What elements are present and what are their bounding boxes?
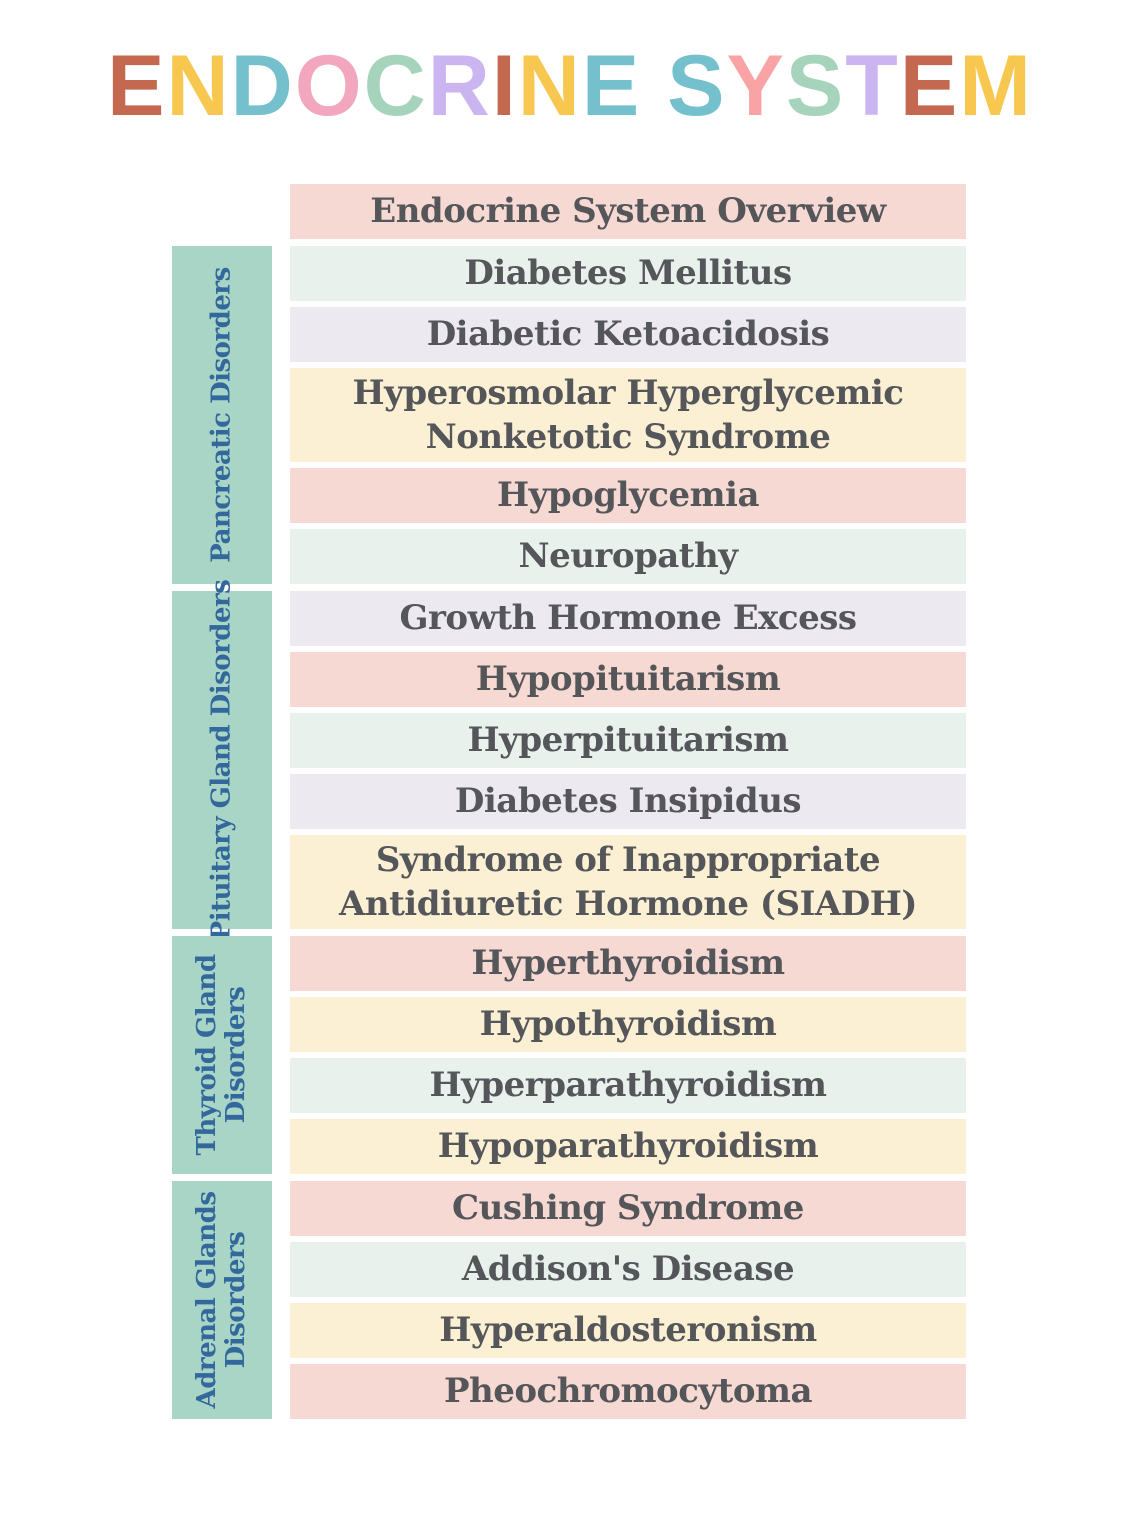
topic-label: Endocrine System Overview	[370, 191, 886, 232]
topic-label: Hyperaldosteronism	[439, 1310, 817, 1351]
topic-label: Addison's Disease	[461, 1249, 795, 1290]
title-letter: S	[667, 38, 727, 134]
title-letter: E	[899, 38, 960, 134]
title-letter: T	[845, 38, 900, 134]
sidebar-label: Pituitary Gland Disorders	[206, 579, 237, 941]
topic-label: Hyperthyroidism	[471, 943, 785, 984]
title-letter: R	[427, 38, 492, 134]
topic-label: Syndrome of Inappropriate Antidiuretic H…	[338, 839, 918, 924]
topic-row: Neuropathy	[290, 528, 966, 584]
sidebar-label: Pancreatic Disorders	[206, 266, 237, 563]
title-letter: E	[581, 38, 642, 134]
topic-label: Hyperosmolar Hyperglycemic Nonketotic Sy…	[352, 372, 904, 457]
thyroid-bands: Hyperthyroidism Hypothyroidism Hyperpara…	[290, 935, 966, 1174]
pancreatic-bands: Diabetes Mellitus Diabetic Ketoacidosis …	[290, 245, 966, 584]
topic-label: Hyperparathyroidism	[429, 1065, 827, 1106]
group-pancreatic-disorders: Pancreatic Disorders Diabetes Mellitus D…	[172, 245, 966, 584]
topic-label: Cushing Syndrome	[452, 1188, 804, 1229]
title-letter: S	[785, 38, 846, 134]
topic-label: Growth Hormone Excess	[399, 598, 857, 639]
topic-row: Endocrine System Overview	[290, 183, 966, 239]
topic-row: Syndrome of Inappropriate Antidiuretic H…	[290, 834, 966, 929]
group-pituitary-gland-disorders: Pituitary Gland Disorders Growth Hormone…	[172, 579, 966, 940]
topic-label: Hypoglycemia	[496, 475, 760, 516]
topic-row: Diabetes Insipidus	[290, 773, 966, 829]
overview-bands: Endocrine System Overview	[290, 183, 966, 239]
topic-row: Diabetic Ketoacidosis	[290, 306, 966, 362]
topic-label: Hypopituitarism	[475, 659, 781, 700]
topic-row: Cushing Syndrome	[290, 1180, 966, 1236]
topic-row: Hypopituitarism	[290, 651, 966, 707]
group-thyroid-gland-disorders: Thyroid Gland Disorders Hyperthyroidism …	[172, 935, 966, 1174]
title-letter: N	[166, 38, 231, 134]
topic-label: Neuropathy	[518, 536, 738, 577]
topic-row: Hyperparathyroidism	[290, 1057, 966, 1113]
topic-row: Hypoparathyroidism	[290, 1118, 966, 1174]
topic-row: Hyperpituitarism	[290, 712, 966, 768]
page-title: ENDOCRINE SYSTEM	[0, 43, 1140, 129]
title-letter: Y	[726, 38, 786, 134]
title-letter: O	[294, 38, 364, 134]
topic-row: Hyperthyroidism	[290, 935, 966, 991]
topic-label: Diabetes Mellitus	[464, 253, 792, 294]
topic-list: Endocrine System Overview Pancreatic Dis…	[172, 183, 966, 1419]
adrenal-bands: Cushing Syndrome Addison's Disease Hyper…	[290, 1180, 966, 1419]
topic-label: Diabetes Insipidus	[454, 781, 802, 822]
topic-row: Pheochromocytoma	[290, 1363, 966, 1419]
sidebar-label: Thyroid Gland Disorders	[191, 954, 251, 1156]
topic-label: Diabetic Ketoacidosis	[426, 314, 830, 355]
pituitary-bands: Growth Hormone Excess Hypopituitarism Hy…	[290, 590, 966, 929]
sidebar-label: Adrenal Glands Disorders	[191, 1191, 251, 1409]
title-letter: N	[517, 38, 582, 134]
title-letter: M	[959, 38, 1033, 134]
topic-row: Hyperosmolar Hyperglycemic Nonketotic Sy…	[290, 367, 966, 462]
group-overview: Endocrine System Overview	[172, 183, 966, 239]
title-letter: D	[230, 38, 295, 134]
topic-row: Hypothyroidism	[290, 996, 966, 1052]
topic-label: Pheochromocytoma	[443, 1371, 813, 1412]
topic-label: Hypoparathyroidism	[437, 1126, 819, 1167]
title-letter: C	[363, 38, 428, 134]
topic-row: Hyperaldosteronism	[290, 1302, 966, 1358]
topic-row: Hypoglycemia	[290, 467, 966, 523]
topic-row: Addison's Disease	[290, 1241, 966, 1297]
title-letter: I	[491, 38, 518, 134]
topic-row: Growth Hormone Excess	[290, 590, 966, 646]
sidebar-thyroid-gland-disorders: Thyroid Gland Disorders	[172, 935, 272, 1174]
topic-row: Diabetes Mellitus	[290, 245, 966, 301]
sidebar-adrenal-glands-disorders: Adrenal Glands Disorders	[172, 1180, 272, 1419]
title-letter: E	[107, 38, 167, 134]
sidebar-pituitary-gland-disorders: Pituitary Gland Disorders	[172, 579, 272, 940]
sidebar-spacer	[172, 184, 272, 239]
group-adrenal-glands-disorders: Adrenal Glands Disorders Cushing Syndrom…	[172, 1180, 966, 1419]
topic-label: Hypothyroidism	[479, 1004, 777, 1045]
sidebar-pancreatic-disorders: Pancreatic Disorders	[172, 245, 272, 584]
topic-label: Hyperpituitarism	[467, 720, 789, 761]
title-letter	[641, 38, 667, 134]
